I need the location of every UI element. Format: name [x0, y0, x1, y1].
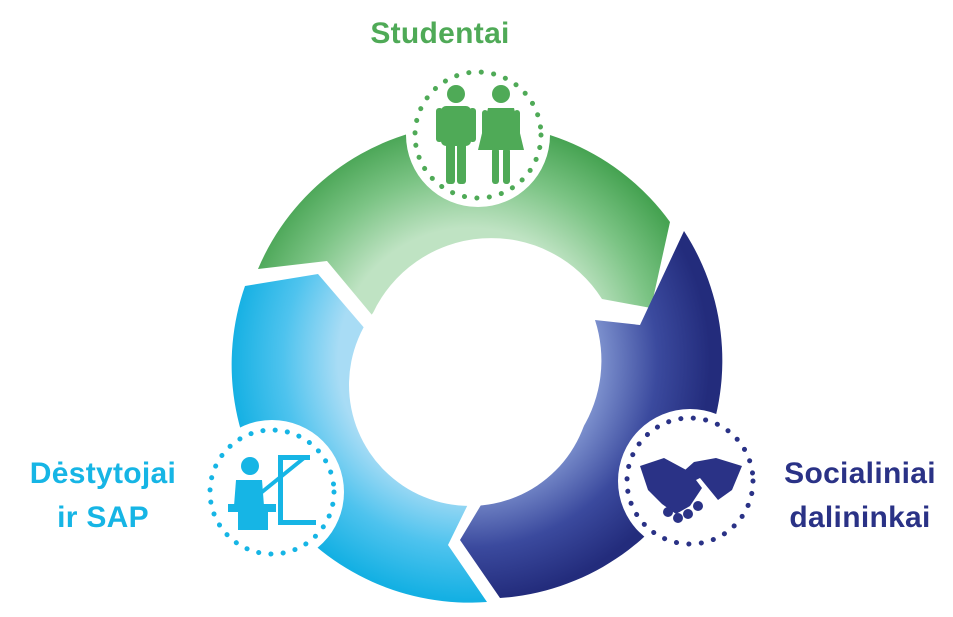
students-node — [406, 63, 550, 207]
students-icon — [436, 85, 524, 184]
partners-node — [618, 409, 762, 553]
teachers-label-line2: ir SAP — [57, 501, 149, 534]
partners-label: Socialiniai dalininkai — [770, 452, 950, 540]
teachers-label: Dėstytojai ir SAP — [8, 452, 198, 540]
ring-segment-students — [258, 123, 670, 316]
students-label: Studentai — [370, 17, 510, 50]
partners-label-line1: Socialiniai — [784, 457, 936, 490]
teachers-node — [200, 420, 344, 564]
teachers-label-line1: Dėstytojai — [29, 457, 177, 490]
center-circle — [349, 264, 591, 506]
partners-label-line2: dalininkai — [789, 501, 931, 534]
handshake-icon — [640, 458, 742, 523]
teacher-icon — [228, 455, 316, 530]
